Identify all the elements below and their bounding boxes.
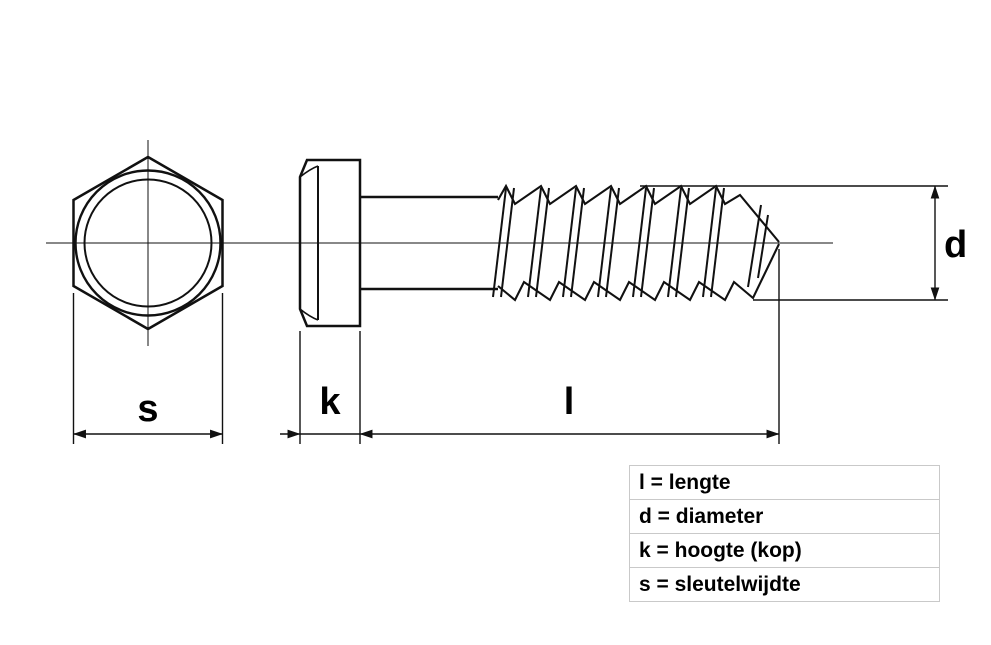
legend-row-hoogte-kop: k = hoogte (kop) (629, 533, 940, 568)
thread-flank-line (667, 187, 682, 298)
hexagon-outline (72, 155, 224, 331)
thread-flank-line (562, 187, 577, 298)
thread-flank-line (640, 187, 655, 298)
s-label: s (137, 388, 158, 430)
thread-flank-line (500, 187, 515, 298)
l-label: l (564, 381, 575, 423)
side-view-head (298, 158, 362, 328)
thread-flank-line (702, 187, 717, 298)
legend-row-sleutelwijdte: s = sleutelwijdte (629, 567, 940, 602)
thread-flank-line (570, 187, 585, 298)
head-outer-circle (74, 169, 222, 317)
head-facet-arc-top (299, 165, 319, 178)
tip-flank-line (747, 204, 762, 288)
k-label: k (319, 381, 341, 423)
thread-top-edge (497, 183, 780, 243)
thread-flank-line (710, 187, 725, 298)
side-view-shank (360, 195, 498, 291)
thread-flank-line (527, 187, 542, 298)
legend-row-diameter: d = diameter (629, 499, 940, 534)
tip-flank-line (757, 214, 769, 279)
thread-flank-line (597, 187, 612, 298)
thread-flank-line (535, 187, 550, 298)
thread-section (492, 183, 780, 302)
thread-flank-line (632, 187, 647, 298)
d-label: d (944, 224, 967, 266)
thread-flank-line (492, 187, 507, 298)
legend: l = lengte d = diameter k = hoogte (kop)… (629, 465, 940, 602)
front-view-hex-head (72, 155, 224, 331)
head-chamfer-circle (83, 178, 213, 308)
head-facet-arc-bottom (299, 308, 319, 321)
thread-flank-line (605, 187, 620, 298)
thread-flank-line (675, 187, 690, 298)
legend-row-lengte: l = lengte (629, 465, 940, 500)
dimensions (72, 185, 948, 444)
thread-bottom-edge (497, 243, 780, 302)
